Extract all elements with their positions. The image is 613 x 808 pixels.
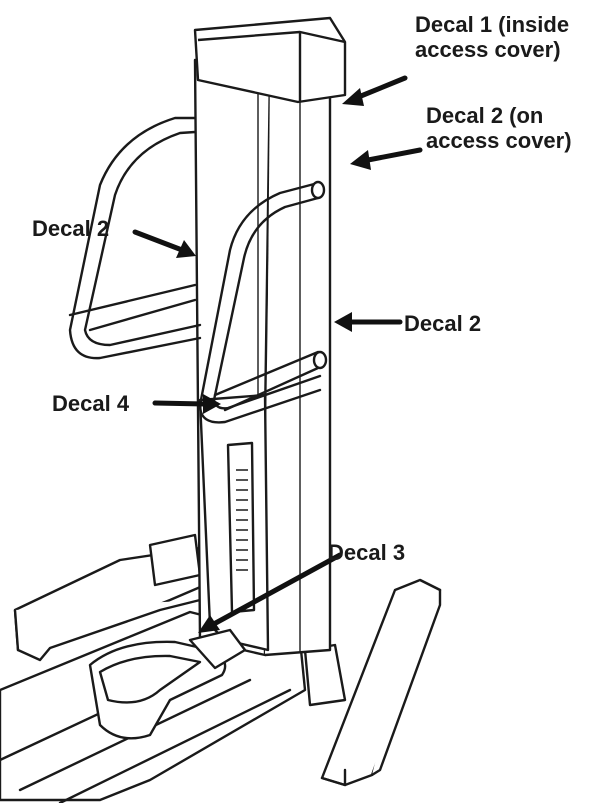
front-handle bbox=[198, 180, 328, 424]
label-decal-4: Decal 4 bbox=[52, 391, 130, 416]
foot-pedal bbox=[88, 628, 247, 740]
arrow-decal-1 bbox=[353, 75, 408, 101]
label-decal-3: Decal 3 bbox=[328, 540, 406, 565]
label-decal-1-line-2: access cover) bbox=[415, 37, 561, 62]
label-decal-2-left: Decal 2 bbox=[32, 216, 110, 241]
label-decal-2-cover-line-1: Decal 2 (on bbox=[426, 103, 544, 128]
arrow-decal-3 bbox=[209, 552, 343, 628]
rear-left-foot bbox=[148, 533, 202, 587]
front-right-foot bbox=[303, 578, 442, 787]
label-decal-1: Decal 1 (inside access cover) bbox=[415, 12, 569, 62]
label-decal-2-cover: Decal 2 (on access cover) bbox=[426, 103, 572, 153]
arrow-decal-2-cover bbox=[365, 147, 423, 163]
label-decal-2-cover-line-2: access cover) bbox=[426, 128, 572, 153]
arrow-decal-4 bbox=[152, 400, 208, 407]
arrow-decal-2-left bbox=[132, 229, 185, 253]
label-decal-1-line-1: Decal 1 (inside bbox=[415, 12, 570, 37]
rear-handle bbox=[68, 116, 202, 360]
label-decal-2-right: Decal 2 bbox=[404, 311, 482, 336]
callout-arrows bbox=[132, 75, 423, 633]
